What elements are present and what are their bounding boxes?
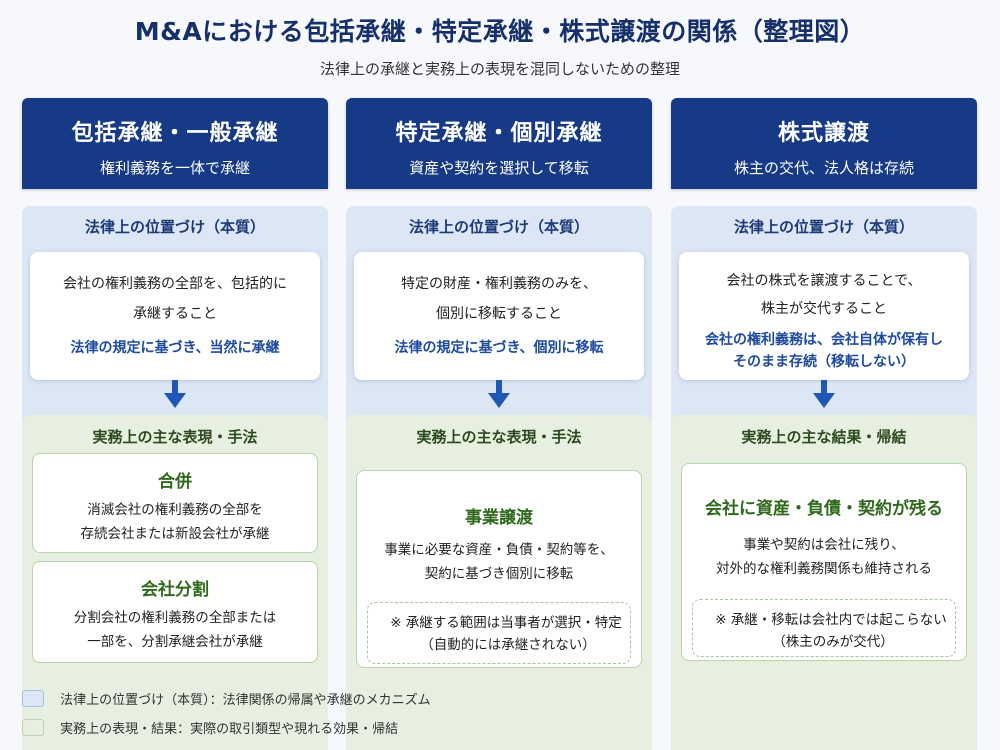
practice-section: 実務上の主な表現・手法 合併 消滅会社の権利義務の全部を 存続会社または新設会社…: [22, 415, 328, 750]
card-text-line: 分割会社の権利義務の全部または: [73, 610, 277, 626]
merger-description: 消滅会社の権利義務の全部を 存続会社または新設会社が承継: [33, 498, 317, 546]
column-header-subtitle: 株主の交代、法人格は存続: [733, 159, 914, 177]
company-split-card: 会社分割 分割会社の権利義務の全部または 一部を、分割承継会社が承継: [32, 561, 318, 663]
down-arrow-icon: [164, 380, 186, 408]
legend-item-practice: 実務上の表現・結果：実際の取引類型や現れる効果・帰結: [22, 718, 398, 737]
column-header-title: 特定承継・個別承継: [395, 121, 603, 146]
legend-item-legal: 法律上の位置づけ（本質）：法律関係の帰属や承継のメカニズム: [22, 689, 431, 708]
card-text-line: 消滅会社の権利義務の全部を: [87, 502, 263, 518]
legal-text-line: 個別に移転すること: [436, 306, 562, 322]
card-text-line: 一部を、分割承継会社が承継: [87, 634, 263, 650]
legal-text-line: 株主が交代すること: [761, 301, 887, 317]
column-universal-succession: 包括承継・一般承継 権利義務を一体で承継 法律上の位置づけ（本質） 会社の権利義…: [22, 98, 328, 750]
column-header: 株式譲渡 株主の交代、法人格は存続: [671, 98, 977, 189]
note-line: （株主のみが交代）: [772, 634, 894, 650]
legal-highlight: 会社の権利義務は、会社自体が保有し そのまま存続（移転しない）: [679, 329, 969, 373]
down-arrow-icon: [488, 380, 510, 408]
legend-swatch: [22, 719, 44, 736]
column-header-title: 包括承継・一般承継: [71, 121, 279, 146]
legal-card: 特定の財産・権利義務のみを、 個別に移転すること 法律の規定に基づき、個別に移転: [354, 252, 644, 380]
card-text-line: 契約に基づき個別に移転: [424, 566, 574, 582]
legal-highlight: 法律の規定に基づき、当然に承継: [70, 340, 280, 356]
company-split-description: 分割会社の権利義務の全部または 一部を、分割承継会社が承継: [33, 606, 317, 654]
company-retains-card: 会社に資産・負債・契約が残る 事業や契約は会社に残り、 対外的な権利義務関係も維…: [681, 463, 967, 661]
card-text-line: 対外的な権利義務関係も維持される: [716, 561, 932, 577]
note-line: ※ 承継する範囲は当事者が選択・特定: [390, 615, 622, 631]
merger-card: 合併 消滅会社の権利義務の全部を 存続会社または新設会社が承継: [32, 453, 318, 553]
column-specific-succession: 特定承継・個別承継 資産や契約を選択して移転 法律上の位置づけ（本質） 特定の財…: [346, 98, 652, 750]
column-header-subtitle: 資産や契約を選択して移転: [409, 159, 589, 177]
legal-section-title: 法律上の位置づけ（本質）: [733, 218, 914, 236]
column-header: 包括承継・一般承継 権利義務を一体で承継: [22, 98, 328, 189]
business-transfer-description: 事業に必要な資産・負債・契約等を、 契約に基づき個別に移転: [357, 538, 641, 586]
column-share-transfer: 株式譲渡 株主の交代、法人格は存続 法律上の位置づけ（本質） 会社の株式を譲渡す…: [671, 98, 977, 750]
legal-text-line: 特定の財産・権利義務のみを、: [401, 276, 597, 292]
card-text-line: 事業に必要な資産・負債・契約等を、: [384, 542, 614, 558]
merger-title: 合併: [158, 472, 192, 492]
card-text-line: 事業や契約は会社に残り、: [743, 537, 905, 553]
company-split-title: 会社分割: [141, 580, 209, 600]
down-arrow-icon: [813, 380, 835, 408]
page-subtitle: 法律上の承継と実務上の表現を混同しないための整理: [319, 60, 680, 78]
business-transfer-card: 事業譲渡 事業に必要な資産・負債・契約等を、 契約に基づき個別に移転 ※ 承継す…: [356, 470, 642, 668]
note-line: ※ 承継・移転は会社内では起こらない: [715, 612, 947, 628]
legal-highlight-line: そのまま存続（移転しない）: [733, 354, 915, 370]
legal-highlight: 法律の規定に基づき、個別に移転: [394, 340, 604, 356]
legend-text: 法律上の位置づけ（本質）：法律関係の帰属や承継のメカニズム: [60, 693, 431, 708]
legal-highlight-line: 会社の権利義務は、会社自体が保有し: [705, 332, 943, 348]
note-line: （自動的には承継されない）: [420, 637, 596, 653]
legal-text-line: 承継すること: [133, 306, 217, 322]
business-transfer-title: 事業譲渡: [465, 508, 533, 528]
legal-card: 会社の権利義務の全部を、包括的に 承継すること 法律の規定に基づき、当然に承継: [30, 252, 320, 380]
practice-section-title: 実務上の主な表現・手法: [92, 428, 258, 446]
column-header-title: 株式譲渡: [777, 121, 870, 146]
legal-section-title: 法律上の位置づけ（本質）: [84, 218, 265, 236]
legal-text-line: 会社の権利義務の全部を、包括的に: [63, 276, 287, 292]
page-title: M&Aにおける包括承継・特定承継・株式譲渡の関係（整理図）: [134, 17, 866, 46]
practice-section: 実務上の主な結果・帰結 会社に資産・負債・契約が残る 事業や契約は会社に残り、 …: [671, 415, 977, 750]
column-header: 特定承継・個別承継 資産や契約を選択して移転: [346, 98, 652, 189]
no-transfer-note: ※ 承継・移転は会社内では起こらない （株主のみが交代）: [692, 599, 956, 657]
legal-section-title: 法律上の位置づけ（本質）: [408, 218, 589, 236]
practice-section-title: 実務上の主な表現・手法: [416, 428, 582, 446]
legend-text: 実務上の表現・結果：実際の取引類型や現れる効果・帰結: [60, 722, 399, 737]
practice-section: 実務上の主な表現・手法 事業譲渡 事業に必要な資産・負債・契約等を、 契約に基づ…: [346, 415, 652, 750]
scope-note: ※ 承継する範囲は当事者が選択・特定 （自動的には承継されない）: [367, 602, 631, 664]
legal-text-line: 会社の株式を譲渡することで、: [726, 273, 922, 289]
legal-card: 会社の株式を譲渡することで、 株主が交代すること 会社の権利義務は、会社自体が保…: [679, 252, 969, 380]
company-retains-title: 会社に資産・負債・契約が残る: [705, 499, 943, 519]
card-text-line: 存続会社または新設会社が承継: [80, 526, 270, 542]
legend-swatch: [22, 690, 44, 707]
company-retains-description: 事業や契約は会社に残り、 対外的な権利義務関係も維持される: [682, 533, 966, 581]
column-header-subtitle: 権利義務を一体で承継: [99, 159, 250, 177]
practice-section-title: 実務上の主な結果・帰結: [741, 428, 907, 446]
